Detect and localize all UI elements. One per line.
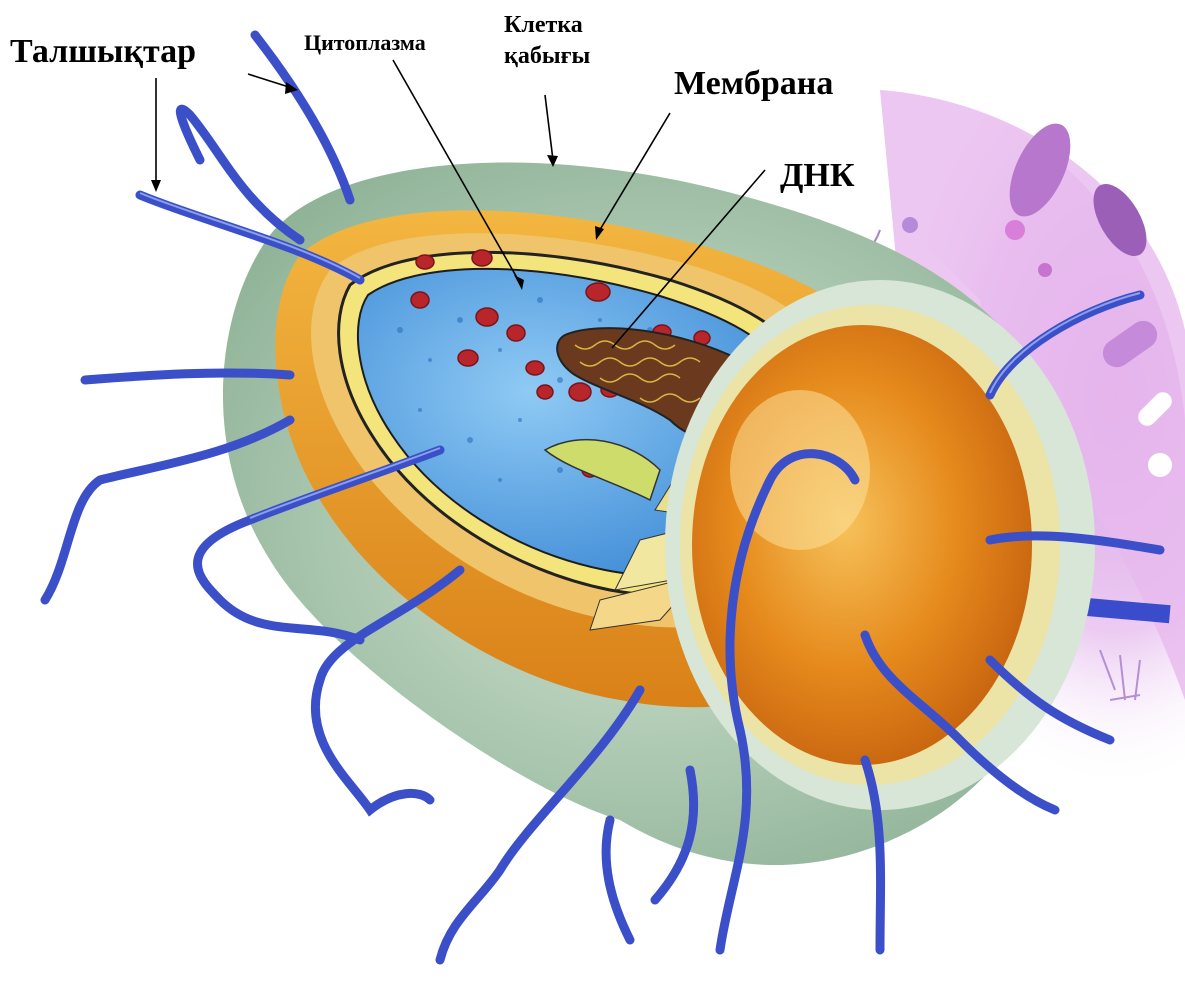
cell-wall-label: Клетка қабығы bbox=[500, 8, 594, 74]
cell-wall-leader-line bbox=[545, 95, 553, 160]
cell-end-cap bbox=[665, 280, 1095, 810]
cytoplasm-label: Цитоплазма bbox=[298, 28, 432, 57]
cell-wall-label-line1: Клетка bbox=[504, 10, 590, 41]
cell-wall-label-line2: қабығы bbox=[504, 41, 590, 72]
flagella-label: Талшықтар bbox=[4, 30, 202, 73]
dna-label: ДНК bbox=[766, 150, 869, 201]
membrane-label: Мембрана bbox=[668, 62, 839, 105]
